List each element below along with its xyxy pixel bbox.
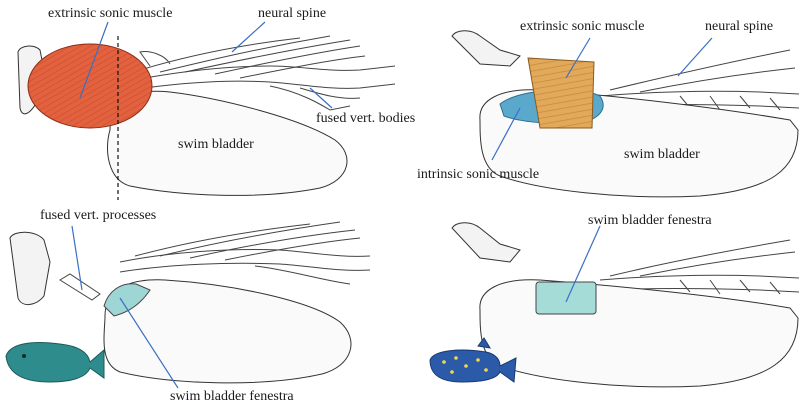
vertebral-column-4 — [600, 240, 799, 294]
swim-bladder-outline-4 — [480, 280, 798, 387]
extrinsic-sonic-muscle — [28, 44, 152, 128]
label-fenestra-br: swim bladder fenestra — [588, 214, 712, 228]
swim-bladder-fenestra-right — [536, 282, 596, 314]
label-swim-bladder-tl: swim bladder — [178, 138, 254, 152]
cranium-outline-4 — [452, 223, 520, 262]
label-extrinsic-muscle-tr: extrinsic sonic muscle — [520, 20, 644, 34]
label-swim-bladder-tr: swim bladder — [624, 148, 700, 162]
label-neural-spine-tl: neural spine — [258, 7, 326, 21]
panel-bottom-right — [430, 223, 799, 387]
label-neural-spine-tr: neural spine — [705, 20, 773, 34]
label-fused-bodies-tl: fused vert. bodies — [316, 112, 415, 126]
label-fused-processes-bl: fused vert. processes — [40, 209, 156, 223]
fish-thumbnail-left — [6, 343, 104, 383]
label-fenestra-bl: swim bladder fenestra — [170, 390, 294, 404]
leader-neural-spine — [232, 22, 265, 52]
panel-bottom-left — [6, 222, 370, 388]
leader-fused-processes — [72, 226, 82, 290]
label-extrinsic-muscle-tl: extrinsic sonic muscle — [48, 7, 172, 21]
label-intrinsic-muscle-tr: intrinsic sonic muscle — [417, 168, 539, 182]
extrinsic-sonic-muscle-right — [528, 58, 594, 128]
cranium-outline-2 — [10, 232, 50, 304]
cranium-outline-3 — [452, 31, 520, 66]
